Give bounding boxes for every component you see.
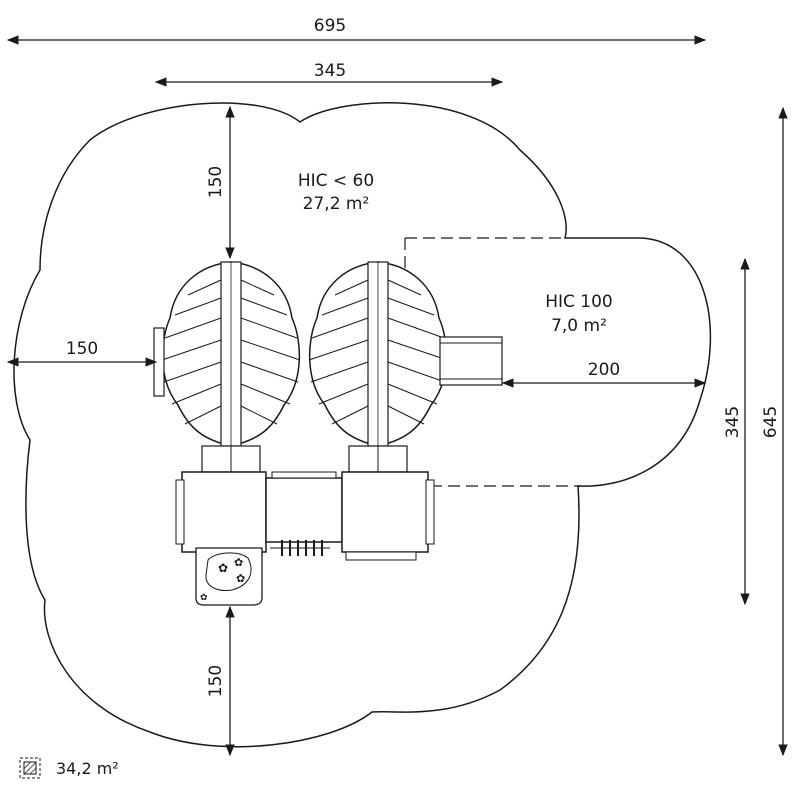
left-leaf-roof — [161, 261, 301, 473]
dim-label-right-clearance: 200 — [588, 360, 620, 380]
dim-label-structure-width: 345 — [314, 61, 346, 81]
safety-zone-outline — [13, 102, 712, 748]
climbing-wall-panel: ✿ ✿ ✿ ✿ — [195, 547, 263, 606]
dim-label-bottom-clearance: 150 — [206, 665, 226, 697]
main-zone-title: HIC < 60 — [298, 171, 374, 191]
legend-area-label: 34,2 m² — [56, 759, 119, 778]
platform-right — [341, 471, 435, 561]
platform-left — [175, 471, 267, 553]
dim-label-total-height: 645 — [761, 406, 781, 438]
slide — [439, 336, 503, 386]
bridge — [265, 471, 343, 543]
slide-zone-title: HIC 100 — [545, 292, 613, 312]
svg-text:✿: ✿ — [200, 593, 208, 603]
hatched-square-icon — [19, 757, 41, 779]
dim-label-top-clearance: 150 — [206, 166, 226, 198]
right-leaf-roof — [308, 261, 448, 473]
ladder — [270, 540, 330, 556]
dim-label-left-clearance: 150 — [66, 339, 98, 359]
dim-label-total-width: 695 — [314, 16, 346, 36]
slide-zone-area: 7,0 m² — [551, 316, 607, 336]
dim-label-zone-height: 345 — [723, 406, 743, 438]
main-zone-area: 27,2 m² — [303, 194, 370, 214]
svg-text:✿: ✿ — [236, 572, 245, 585]
svg-text:✿: ✿ — [234, 556, 243, 569]
svg-text:✿: ✿ — [218, 561, 228, 575]
